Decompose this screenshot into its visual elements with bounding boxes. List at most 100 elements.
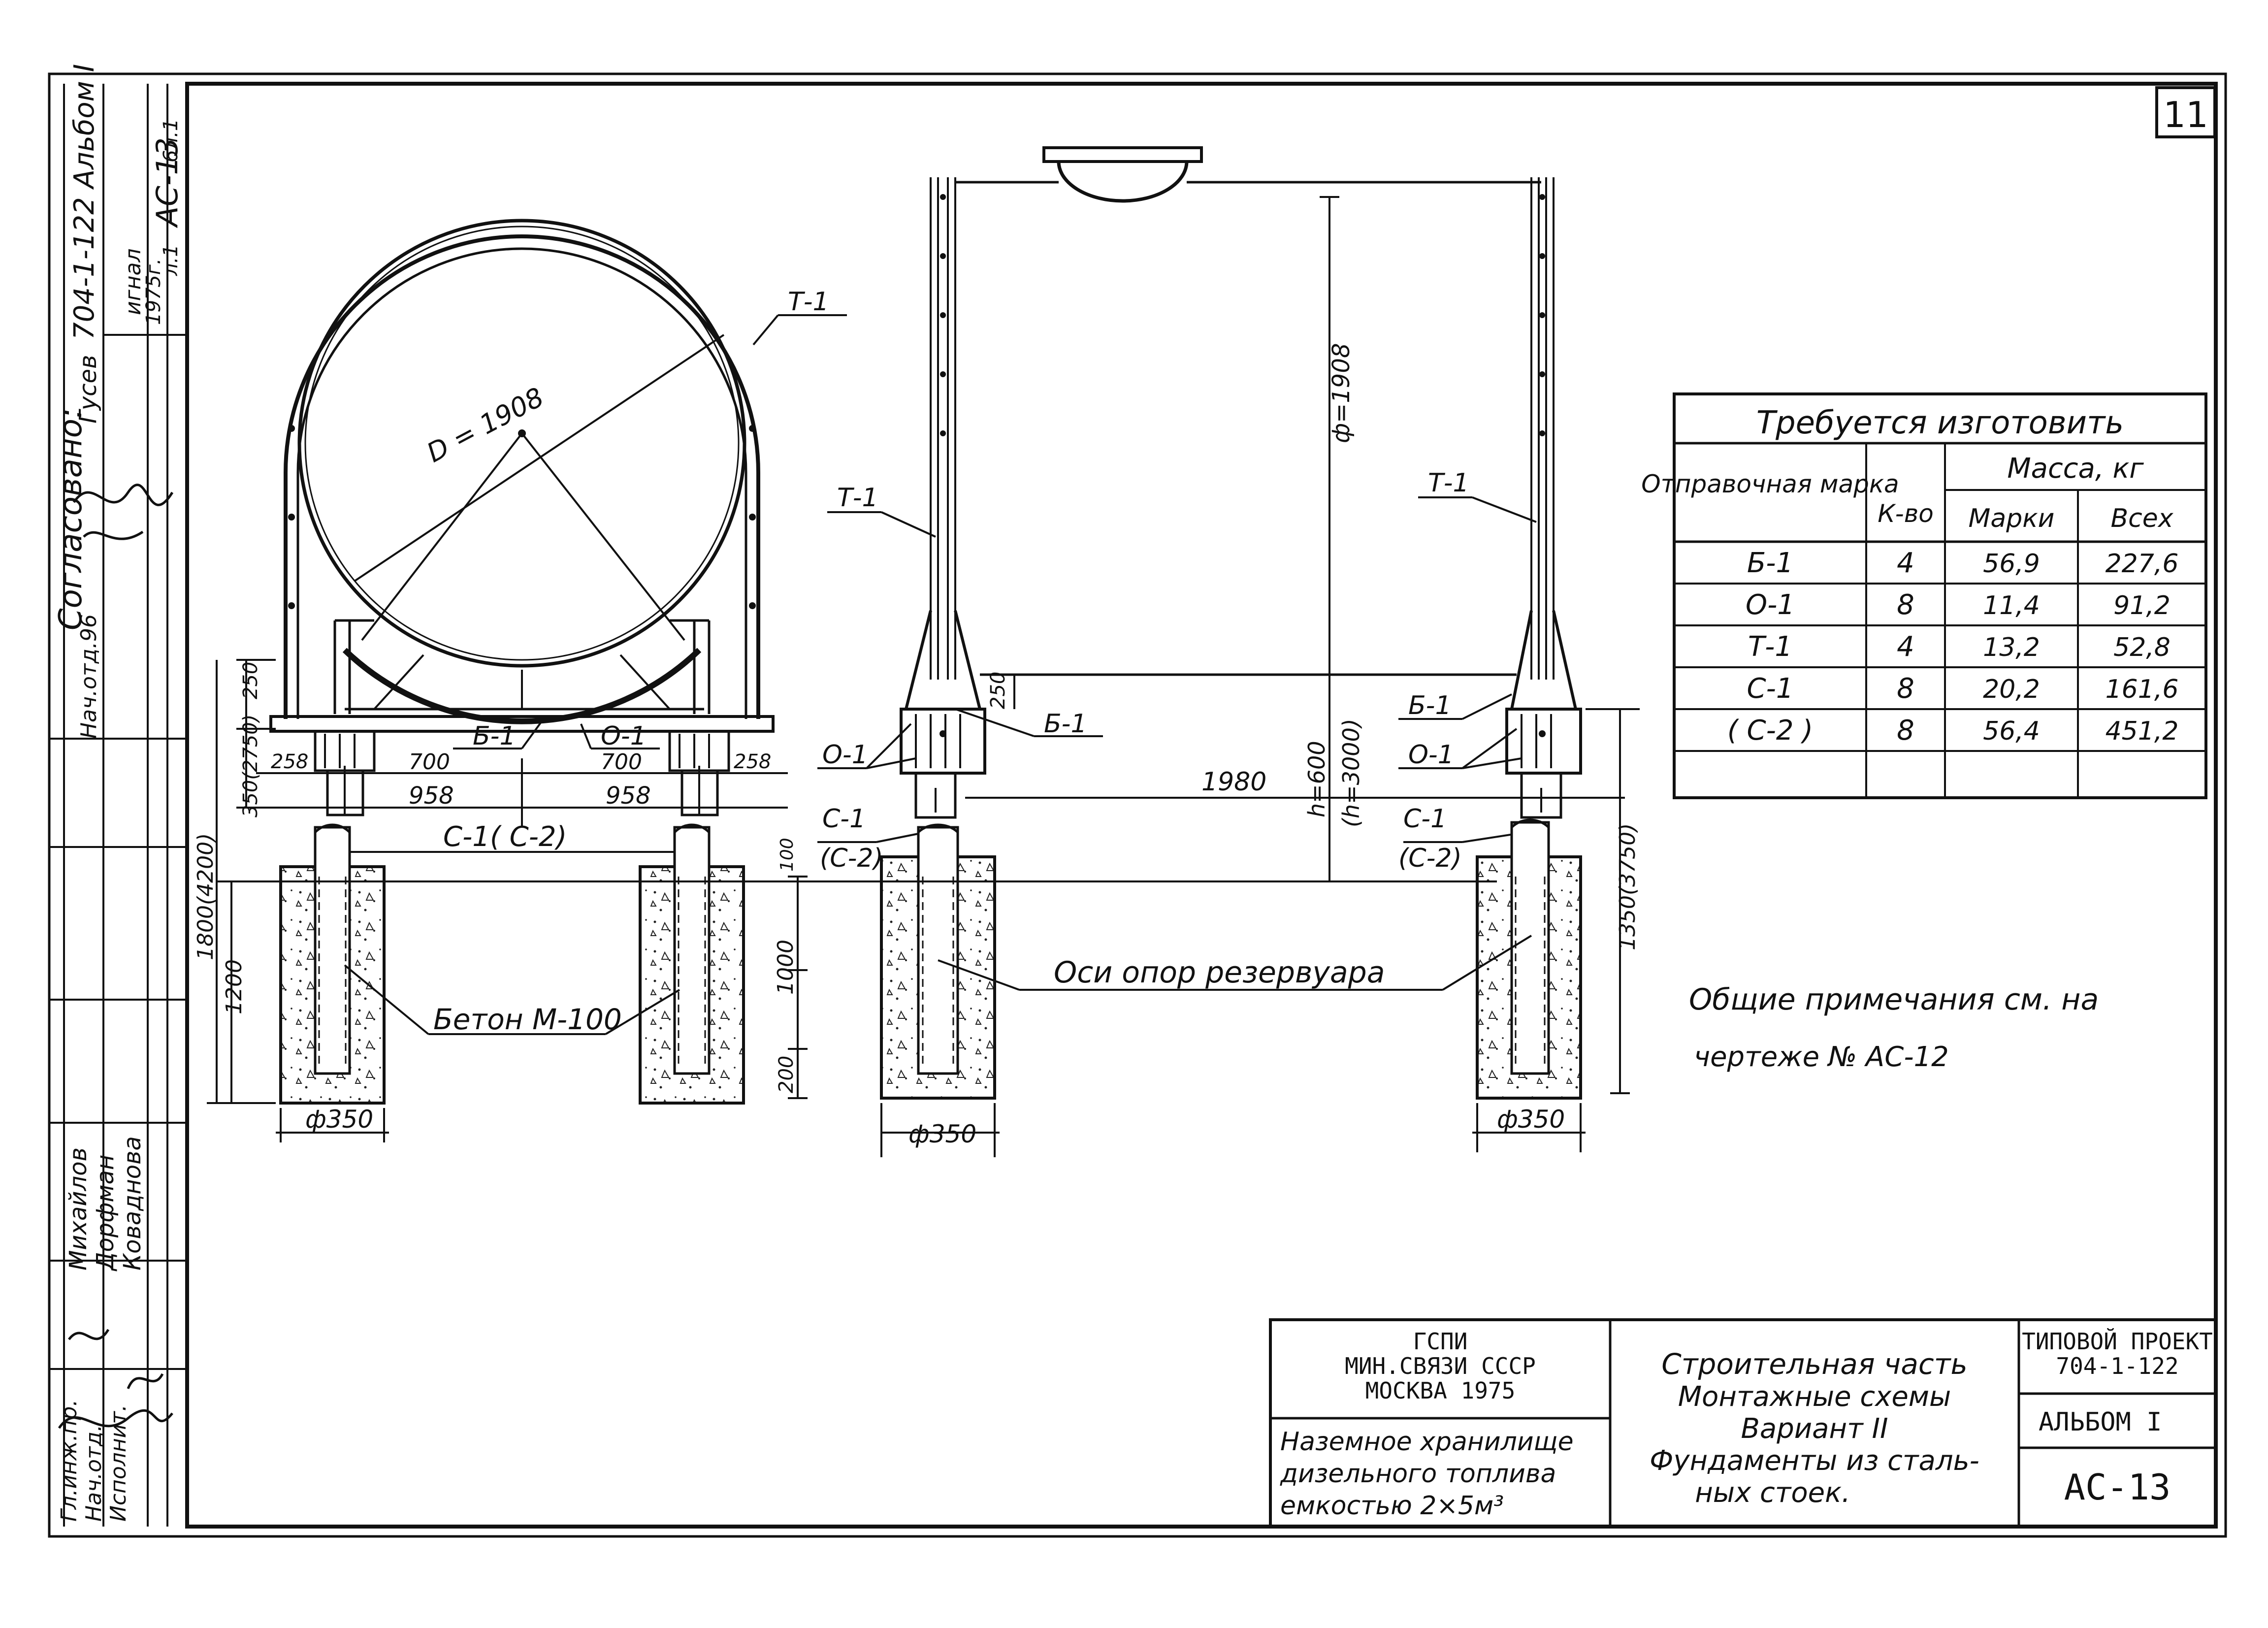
schedule-cell-total: 161,6: [2106, 675, 2179, 704]
dim-phi350-left: ф350: [305, 1105, 373, 1134]
schedule-cell-mark: ( С-2 ): [1727, 715, 1813, 747]
schedule-cell-total: 227,6: [2106, 549, 2179, 579]
tank-cross-section: [269, 219, 775, 816]
label-t1-mid-left: Т-1: [837, 483, 878, 513]
title-object-3: емкостью 2×5м³: [1280, 1491, 1504, 1521]
title-object-2: дизельного топлива: [1280, 1459, 1556, 1489]
side-date-label: 1975г.: [142, 258, 165, 325]
side-agreed-name: Гусев: [74, 355, 102, 423]
side-stamp-grid: [49, 84, 187, 1527]
schedule-header-total: Всех: [2110, 504, 2173, 533]
side-name-2: Дорфман: [92, 1155, 119, 1271]
schedule-cell-mark: Т-1: [1748, 631, 1792, 663]
label-t1-left: Т-1: [788, 287, 829, 317]
side-role-3: Исполнит.: [106, 1404, 131, 1522]
label-beton: Бетон М-100: [433, 1003, 622, 1036]
label-axes: Оси опор резервуара: [1054, 955, 1385, 990]
title-org-1: ГСПИ: [1413, 1328, 1468, 1355]
side-sheets-label: 6л.1: [160, 119, 182, 163]
tank-band-ties: [288, 425, 756, 609]
label-diameter: D = 1908: [422, 381, 549, 468]
label-b1-mid-right: Б-1: [1408, 691, 1452, 720]
schedule-header-mark: Отправочная марка: [1641, 470, 1899, 498]
title-project-2: 704-1-122: [2056, 1353, 2178, 1379]
leader-t1-left: [752, 314, 779, 346]
foundation-left-2: [639, 823, 745, 1105]
dim-phi350-right: ф350: [1497, 1105, 1565, 1134]
dim-350-2750: 350(2750): [239, 715, 262, 817]
label-phi1908: ф=1908: [1328, 343, 1355, 443]
foundation-mid: [880, 823, 996, 1100]
label-c1c2-left: С-1( С-2): [443, 821, 567, 853]
schedule-cell-qty: 4: [1897, 631, 1914, 663]
title-project-1: ТИПОВОЙ ПРОЕКТ: [2022, 1328, 2213, 1355]
title-content-4: Фундаменты из сталь-: [1650, 1445, 1979, 1477]
dim-1800-4200: 1800(4200): [193, 833, 218, 960]
dim-958-left: 958: [409, 782, 454, 810]
title-content-3: Вариант II: [1741, 1413, 1888, 1445]
schedule-cell-each: 56,9: [1983, 549, 2040, 579]
notes-line-1: Общие примечания см. на: [1689, 982, 2099, 1017]
dim-1200: 1200: [222, 959, 247, 1014]
schedule-row: О-1 8 11,4 91,2: [1746, 589, 2171, 621]
dim-200: 200: [775, 1056, 798, 1093]
schedule-cell-mark: С-1: [1747, 673, 1794, 705]
label-b1-mid-left: Б-1: [1044, 709, 1087, 739]
schedule-cell-each: 13,2: [1983, 633, 2040, 662]
schedule-cell-mark: Б-1: [1747, 547, 1793, 579]
schedule-cell-mark: О-1: [1746, 589, 1795, 621]
title-album: АЛЬБОМ I: [2039, 1407, 2162, 1437]
dim-1000: 1000: [773, 940, 798, 995]
side-project-label: 704-1-122 Альбом I: [68, 64, 100, 340]
title-content-2: Монтажные схемы: [1678, 1381, 1951, 1413]
dim-phi350-mid: ф350: [908, 1120, 976, 1148]
dim-258-right: 258: [734, 750, 771, 773]
foundation-right: [1476, 818, 1582, 1100]
side-agreed-label: Согласовано:: [53, 408, 89, 630]
dim-250-mid: 250: [987, 672, 1009, 709]
side-signatures: [58, 1329, 173, 1429]
title-block: [1269, 1318, 2217, 1528]
label-c2-mid-left: (С-2): [820, 844, 883, 873]
dim-700-right: 700: [601, 749, 642, 775]
label-c2-mid-right: (С-2): [1398, 844, 1462, 873]
schedule-title: Требуется изготовить: [1756, 405, 2124, 441]
schedule-header-mass: Масса, кг: [2007, 453, 2144, 485]
label-o1-mid-left: О-1: [822, 740, 868, 770]
schedule-cell-qty: 8: [1897, 673, 1914, 705]
foundation-left-1: [279, 823, 386, 1105]
dim-258-left: 258: [271, 750, 308, 773]
sheet-frame: [48, 72, 2227, 1538]
schedule-cell-each: 56,4: [1983, 716, 2040, 746]
dim-250-left: 250: [239, 662, 262, 699]
title-org-2: МИН.СВЯЗИ СССР: [1345, 1353, 1536, 1379]
side-page-label: л.1: [160, 244, 182, 276]
schedule-table: [1673, 392, 2207, 799]
schedule-header-each: Марки: [1969, 504, 2055, 533]
schedule-cell-qty: 8: [1897, 589, 1914, 621]
side-agreed-role: Нач.отд.96: [76, 614, 101, 739]
notes-line-2: чертеже № АС-12: [1694, 1041, 1949, 1073]
schedule-cell-total: 52,8: [2113, 633, 2171, 662]
label-t1-mid-right: Т-1: [1428, 468, 1469, 498]
schedule-row: Б-1 4 56,9 227,6: [1747, 547, 2179, 579]
side-code-label: АС-13: [150, 137, 185, 228]
schedule-row: ( С-2 ) 8 56,4 451,2: [1727, 715, 2179, 747]
schedule-header-qty: К-во: [1878, 499, 1934, 528]
left-view-dims: [207, 659, 788, 1104]
sheet-number: 11: [2163, 94, 2208, 135]
label-o1-left: О-1: [601, 721, 647, 751]
dim-100-mid: 100: [777, 838, 797, 872]
side-name-3: Коваднова: [119, 1136, 146, 1270]
label-o1-mid-right: О-1: [1408, 740, 1454, 770]
schedule-cell-qty: 4: [1897, 547, 1914, 579]
label-c1-mid-right: С-1: [1403, 804, 1447, 834]
side-original-label: игнал: [121, 248, 146, 315]
schedule-row: С-1 8 20,2 161,6: [1747, 673, 2179, 705]
side-role-2: Нач.отд.: [81, 1425, 106, 1522]
dim-958-right: 958: [606, 782, 651, 810]
stay-ties: [940, 194, 1546, 737]
schedule-cell-total: 451,2: [2106, 716, 2179, 746]
side-agreed-signature: [72, 484, 174, 540]
